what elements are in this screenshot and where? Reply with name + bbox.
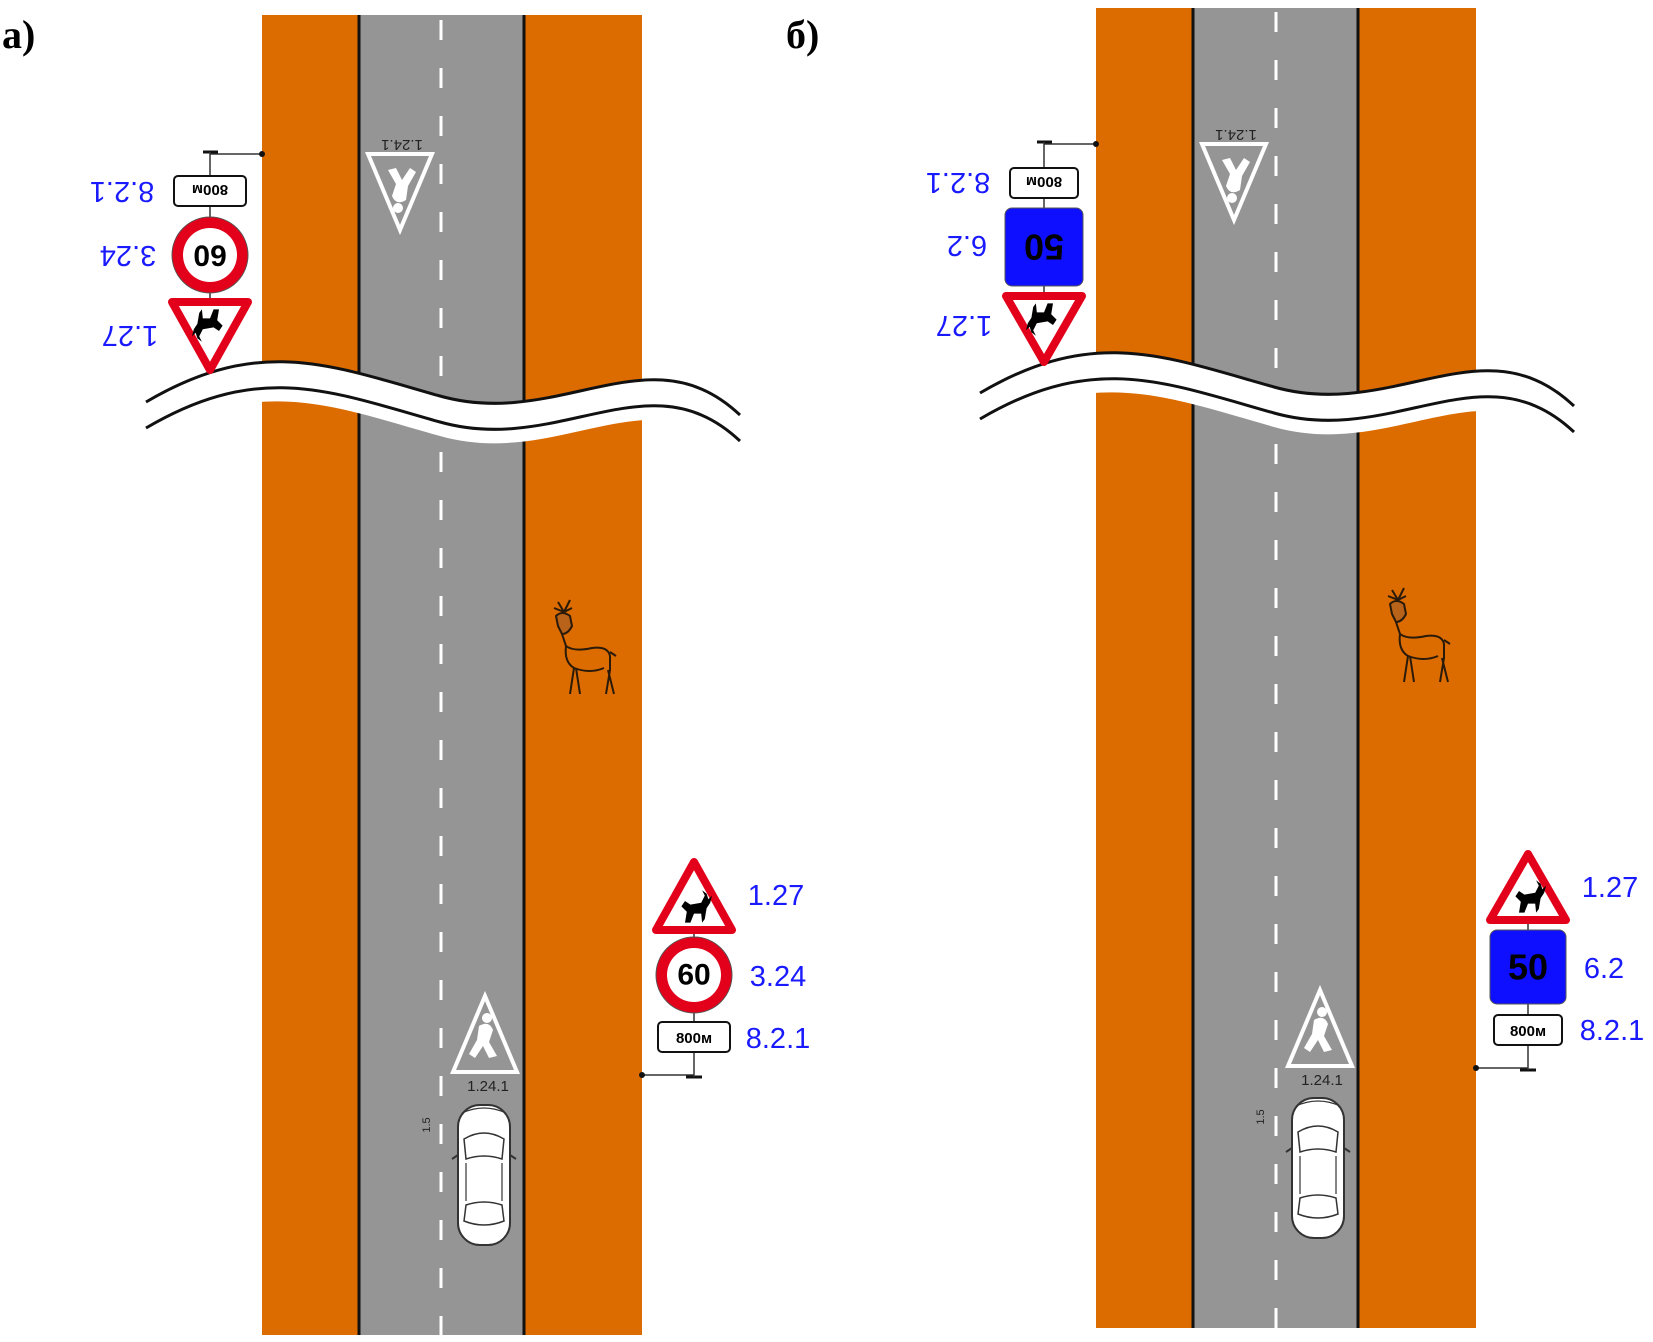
recommended-speed-sign-icon: 50 [1004, 207, 1084, 287]
road-marking-top-code: 1.24.1 [1215, 126, 1257, 143]
deer-warning-sign-icon [652, 858, 736, 934]
deer-warning-sign-icon [1002, 292, 1086, 366]
car-icon [451, 1104, 517, 1246]
recommended-speed-sign-icon: 50 [1489, 929, 1567, 1005]
panel-a-label: а) [2, 12, 35, 57]
sign-group-bottom: 1.27 50 6.2 800м 8.2.1 [1473, 850, 1645, 1072]
warning-code-bottom: 1.27 [1582, 872, 1638, 904]
speed-value-bottom: 50 [1508, 947, 1548, 988]
distance-plate-icon: 800м [173, 175, 247, 207]
shoulder-right [524, 15, 642, 1335]
road-marking-top: 1.24.1 [1200, 126, 1268, 222]
road-break [979, 351, 1576, 446]
lane-marking-code: 1.5 [1255, 1109, 1267, 1124]
limit-code-top: 3.24 [100, 239, 156, 271]
warning-code-top: 1.27 [936, 309, 992, 341]
road-marking-bottom-code: 1.24.1 [467, 1078, 509, 1095]
distance-plate-icon: 800м [1009, 167, 1079, 199]
plate-code-top: 8.2.1 [90, 175, 155, 207]
lane-marking-code: 1.5 [421, 1117, 433, 1132]
deer-warning-sign-icon [1486, 850, 1570, 924]
road-break [145, 360, 742, 455]
road-marking-top: 1.24.1 [366, 136, 434, 232]
panel-a: а) 1.24.1 1.24.1 1.5 [2, 12, 810, 1335]
warning-code-bottom: 1.27 [748, 880, 804, 912]
shoulder-right [1358, 8, 1476, 1328]
speed-limit-sign-icon: 60 [171, 216, 249, 294]
shoulder-left [1096, 8, 1196, 1328]
plate-text-top: 800м [192, 181, 228, 198]
plate-code-bottom: 8.2.1 [1580, 1015, 1645, 1047]
shoulder-left [262, 15, 362, 1335]
road-marking-top-code: 1.24.1 [381, 136, 423, 153]
plate-code-top: 8.2.1 [926, 166, 991, 198]
plate-text-bottom: 800м [1510, 1023, 1546, 1040]
speed-value-bottom: 60 [677, 959, 710, 992]
road-marking-bottom: 1.24.1 [451, 994, 519, 1095]
plate-text-top: 800м [1026, 173, 1062, 190]
panel-b-label: б) [786, 12, 819, 57]
road-marking-bottom: 1.24.1 [1286, 988, 1354, 1089]
road-marking-bottom-code: 1.24.1 [1301, 1072, 1343, 1089]
sign-group-top: 800м 8.2.1 50 6.2 1.27 [926, 140, 1099, 366]
speed-value-top: 60 [193, 239, 226, 272]
panel-b: б) 1.24.1 1.24.1 1.5 [786, 8, 1644, 1328]
deer-warning-sign-icon [168, 298, 252, 374]
car-icon [1285, 1097, 1351, 1239]
limit-code-bottom: 6.2 [1584, 953, 1624, 985]
distance-plate-icon: 800м [1493, 1014, 1563, 1046]
sign-group-bottom: 1.27 60 3.24 800м 8.2.1 [639, 858, 811, 1079]
speed-limit-sign-icon: 60 [655, 936, 733, 1014]
plate-text-bottom: 800м [676, 1030, 712, 1047]
warning-code-top: 1.27 [102, 319, 158, 351]
limit-code-bottom: 3.24 [750, 961, 806, 993]
limit-code-top: 6.2 [947, 229, 987, 261]
sign-group-top: 800м 8.2.1 60 3.24 1.27 [90, 150, 265, 374]
speed-value-top: 50 [1024, 227, 1064, 268]
distance-plate-icon: 800м [657, 1021, 731, 1053]
plate-code-bottom: 8.2.1 [746, 1023, 811, 1055]
